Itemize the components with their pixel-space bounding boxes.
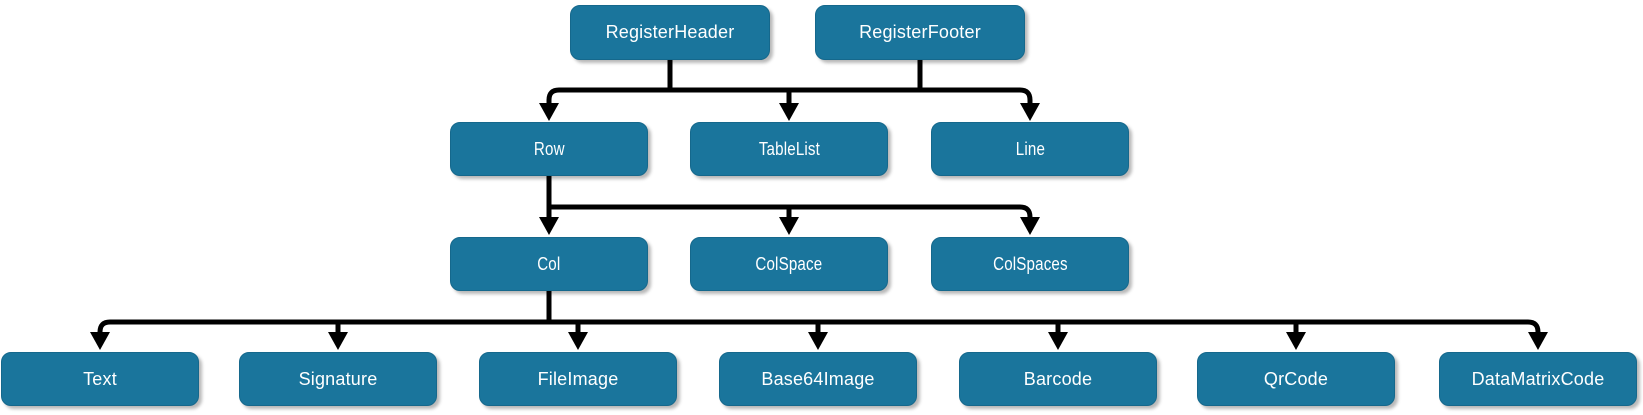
node-table-list: TableList [690, 122, 888, 176]
arrowhead-tablelist-icon [779, 103, 799, 121]
node-barcode: Barcode [959, 352, 1157, 406]
arrowhead-fileimage-icon [568, 332, 588, 350]
node-base64-image: Base64Image [719, 352, 917, 406]
arrowhead-text-icon [90, 332, 110, 350]
node-label: ColSpaces [992, 253, 1068, 274]
node-label: Col [537, 253, 561, 274]
arrowhead-colspace-icon [779, 217, 799, 235]
arrowhead-base64image-icon [808, 332, 828, 350]
connector-lines [97, 57, 1541, 339]
node-label: TableList [758, 138, 820, 159]
arrowhead-colspaces-icon [1020, 217, 1040, 235]
node-col-spaces: ColSpaces [931, 237, 1129, 291]
arrowhead-signature-icon [328, 332, 348, 350]
node-label: Line [1015, 138, 1045, 159]
node-col-space: ColSpace [690, 237, 888, 291]
node-data-matrix-code: DataMatrixCode [1439, 352, 1637, 406]
node-line: Line [931, 122, 1129, 176]
arrowhead-col-icon [539, 217, 559, 235]
node-label: Base64Image [761, 368, 875, 389]
node-label: RegisterFooter [859, 22, 981, 42]
node-label: RegisterHeader [605, 22, 735, 42]
node-qr-code: QrCode [1197, 352, 1395, 406]
node-label: Barcode [1023, 368, 1093, 389]
node-register-header: RegisterHeader [570, 5, 770, 60]
node-label: Text [83, 368, 117, 389]
arrowhead-line-icon [1020, 103, 1040, 121]
arrowhead-qrcode-icon [1286, 332, 1306, 350]
node-signature: Signature [239, 352, 437, 406]
arrowhead-row-icon [539, 103, 559, 121]
node-file-image: FileImage [479, 352, 677, 406]
node-label: QrCode [1263, 368, 1329, 389]
node-label: ColSpace [755, 253, 823, 274]
edge-bus-level2 [549, 204, 1033, 224]
node-label: DataMatrixCode [1471, 368, 1605, 389]
node-label: Signature [298, 368, 378, 389]
node-col: Col [450, 237, 648, 291]
node-label: Row [533, 138, 565, 159]
node-label: FileImage [537, 368, 619, 389]
node-register-footer: RegisterFooter [815, 5, 1025, 60]
connector-arrowheads [90, 103, 1548, 350]
arrowhead-datamatrixcode-icon [1528, 332, 1548, 350]
arrowhead-barcode-icon [1048, 332, 1068, 350]
node-text: Text [1, 352, 199, 406]
node-row: Row [450, 122, 648, 176]
